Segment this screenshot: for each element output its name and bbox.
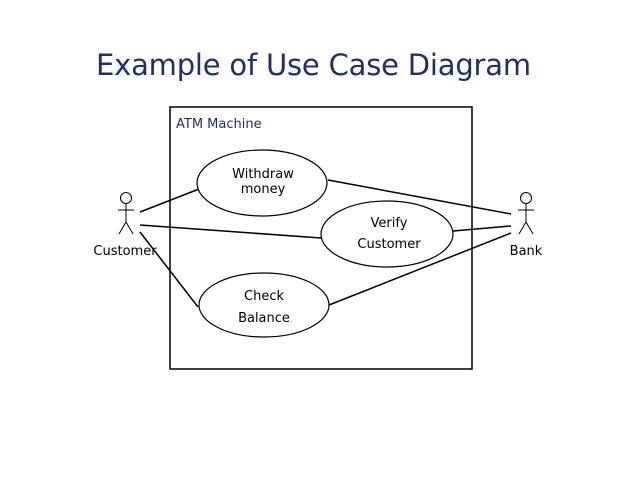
system-boundary-label: ATM Machine <box>176 117 262 132</box>
use-case-label: Check <box>244 289 284 304</box>
actor-label: Bank <box>510 244 543 259</box>
use-case-label: Balance <box>238 311 290 326</box>
actor-bank[interactable]: Bank <box>510 192 543 260</box>
actor-label: Customer <box>93 244 157 259</box>
association-bank-withdraw <box>327 179 512 215</box>
association-customer-check <box>139 231 199 308</box>
use-case-check-balance[interactable]: Check Balance <box>198 272 330 338</box>
use-case-withdraw-money[interactable]: Withdraw money <box>196 149 328 217</box>
use-case-label: Customer <box>357 237 421 252</box>
actor-customer[interactable]: Customer <box>93 192 157 260</box>
use-case-label: money <box>241 182 286 197</box>
use-case-verify-customer[interactable]: Verify Customer <box>320 200 454 268</box>
use-case-ellipse <box>196 149 328 217</box>
stick-figure-icon <box>518 192 534 235</box>
use-case-label: Withdraw <box>232 167 294 182</box>
use-case-label: Verify <box>371 216 408 231</box>
system-boundary <box>169 106 473 370</box>
association-bank-check <box>328 232 512 306</box>
association-bank-verify <box>452 225 512 232</box>
stick-figure-icon <box>118 192 134 235</box>
association-customer-verify <box>139 224 322 239</box>
page-title: Example of Use Case Diagram <box>96 48 531 82</box>
use-case-ellipse <box>198 272 330 338</box>
association-customer-withdraw <box>139 188 200 213</box>
use-case-ellipse <box>320 200 454 268</box>
